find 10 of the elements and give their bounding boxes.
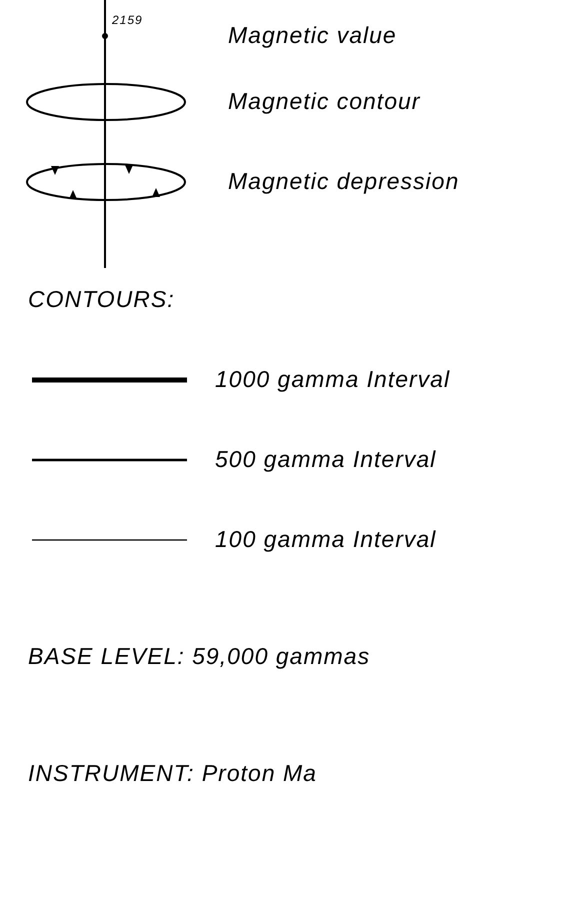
legend-label: Magnetic value	[228, 22, 397, 49]
legend-label: 100 gamma Interval	[215, 526, 436, 553]
base-level-note: BASE LEVEL: 59,000 gammas	[28, 643, 370, 670]
legend-label: 1000 gamma Interval	[215, 366, 450, 393]
legend-label: 500 gamma Interval	[215, 446, 436, 473]
legend-label: Magnetic contour	[228, 88, 420, 115]
section-heading: CONTOURS:	[28, 286, 175, 313]
instrument-note: INSTRUMENT: Proton Ma	[28, 760, 317, 787]
value-label: 2159	[112, 13, 143, 27]
legend-label: Magnetic depression	[228, 168, 460, 195]
